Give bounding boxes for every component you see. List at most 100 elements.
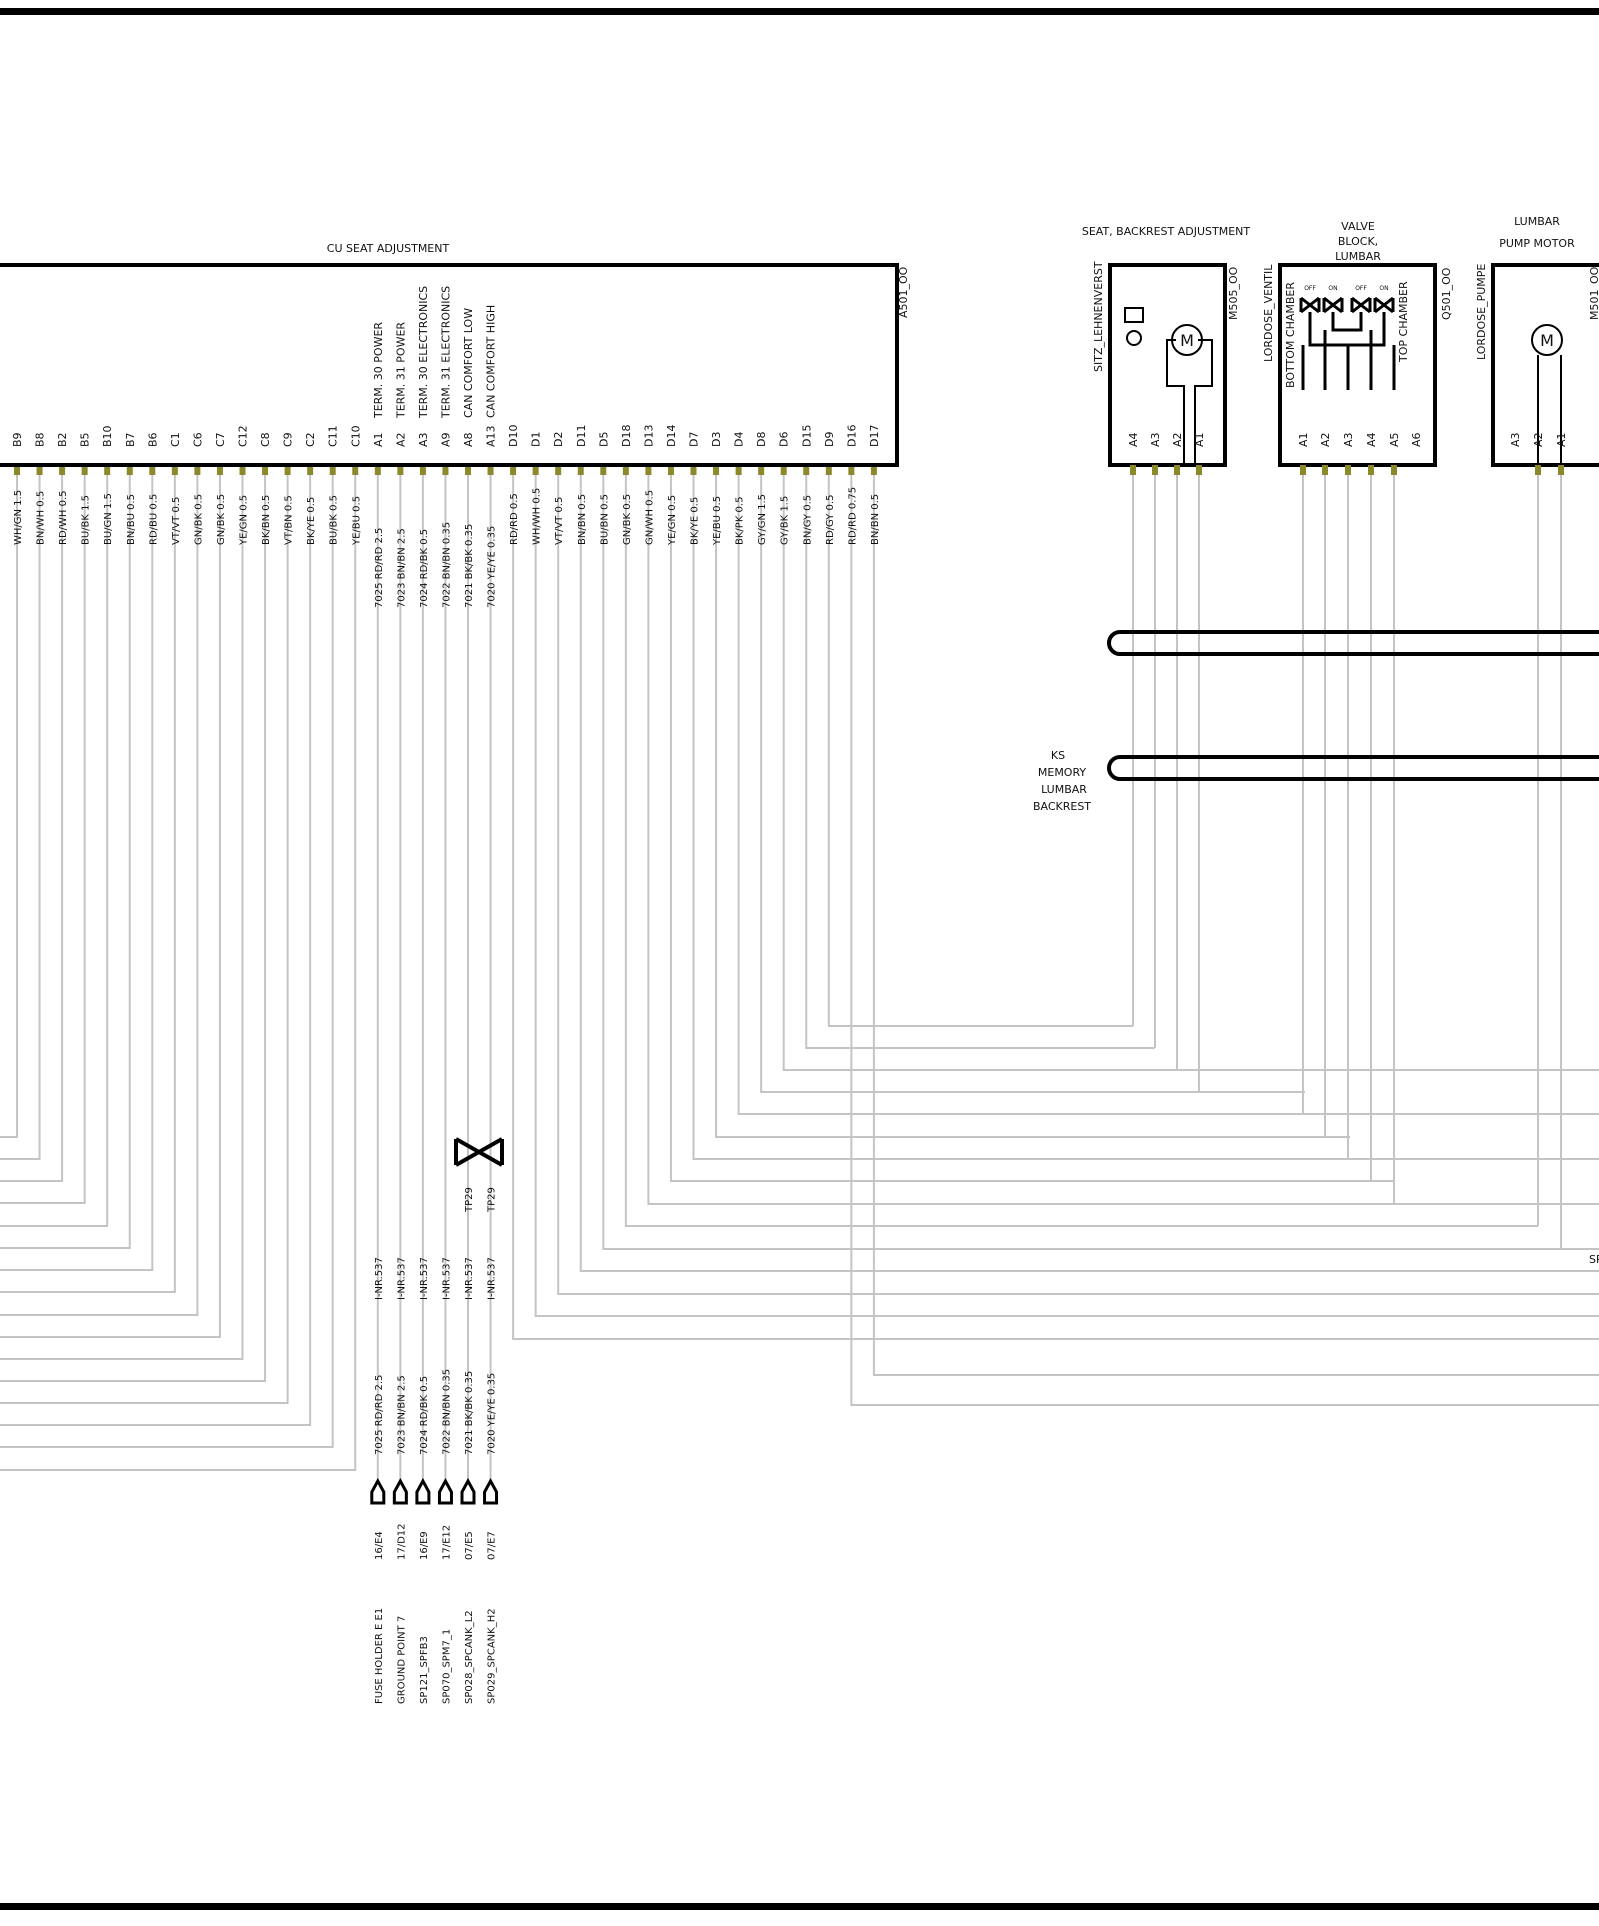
valve-label-2: ON	[1328, 285, 1337, 292]
m505-box	[1108, 263, 1227, 467]
m505-pin-label: A4	[1127, 432, 1140, 447]
m505-motor-leads	[1166, 339, 1213, 465]
pin-label-D10: D10	[507, 425, 520, 447]
m501-title-2: PUMP MOTOR	[1499, 237, 1575, 250]
wire-D1	[534, 475, 1599, 1317]
cu-pin-D7	[690, 465, 1599, 1160]
valve-icon	[1299, 296, 1321, 314]
wire-label-D9: RD/GY 0.5	[825, 495, 836, 545]
m505-pin-stub	[1196, 465, 1202, 475]
wire-D11	[579, 475, 1599, 1272]
wire-bottom-A2: 7023 BN/BN 2.5	[396, 1375, 407, 1455]
wire-bottom-A8: 7021 BK/BK 0.35	[464, 1371, 475, 1455]
cu-pin-D1	[532, 465, 1599, 1317]
pin-label-B5: B5	[79, 432, 92, 447]
wires	[0, 465, 1599, 1505]
pin-label-D3: D3	[710, 432, 723, 447]
pin-stub	[487, 465, 494, 475]
wire-label-B2: RD/WH 0.5	[58, 490, 69, 545]
wire-bottom-A3: 7024 RD/BK 0.5	[419, 1376, 430, 1455]
wire-label-C8: BK/BN 0.5	[261, 495, 272, 545]
pin-signal-A1: TERM. 30 POWER	[372, 322, 385, 419]
m505-pin-label: A1	[1193, 432, 1206, 447]
wire-label-C1: VT/VT 0.5	[171, 497, 182, 545]
pin-label-A8: A8	[462, 432, 475, 447]
pin-label-D8: D8	[755, 432, 768, 447]
cu-pin-D6	[780, 465, 1599, 1071]
pin-label-C11: C11	[327, 425, 340, 447]
pin-signal-A3: TERM. 30 ELECTRONICS	[417, 286, 430, 419]
cu-pin-B2	[0, 465, 66, 1182]
pin-label-C12: C12	[237, 425, 250, 447]
wire-B9	[0, 475, 18, 1138]
pin-stub	[758, 465, 765, 475]
pin-stub	[14, 465, 20, 475]
q501-pin-label: A6	[1410, 432, 1423, 447]
wire-label-D7: BK/YE 0.5	[690, 497, 701, 545]
dest-A9: SP070_SPM7_1	[441, 1629, 452, 1704]
cu-pin-A3	[415, 465, 431, 1505]
m505-wire-a2	[1155, 475, 1178, 1071]
pin-stub	[442, 465, 449, 475]
pin-stub	[329, 465, 336, 475]
pin-label-D5: D5	[597, 432, 610, 447]
wire-D4	[737, 475, 1599, 1115]
pin-label-C9: C9	[282, 432, 295, 447]
pin-stub	[397, 465, 404, 475]
wire-label-D18: GN/BK 0.5	[622, 494, 633, 545]
m505-motor-letter: M	[1180, 331, 1194, 350]
wire-label-D13: GN/WH 0.5	[644, 490, 655, 545]
pin-label-D4: D4	[733, 432, 746, 447]
pin-stub	[780, 465, 787, 475]
cu-pin-B10	[0, 465, 111, 1227]
wire-label-A1: 7025 RD/RD 2.5	[374, 528, 385, 608]
ks-label-3: LUMBAR	[1041, 783, 1087, 796]
dest-A1: FUSE HOLDER E E1	[374, 1608, 385, 1704]
wire-D8	[760, 475, 1305, 1093]
pin-stub	[239, 465, 246, 475]
m501-motor-icon	[1531, 324, 1563, 356]
q501-pin-label: A4	[1365, 432, 1378, 447]
wire-label-D6: GY/BK 1.5	[780, 496, 791, 545]
wire-D16	[850, 475, 1599, 1406]
wire-label-D14: YE/GN 0.5	[667, 495, 678, 546]
wire-label-D3: YE/BU 0.5	[712, 496, 723, 546]
q501-pin-label: A3	[1342, 432, 1355, 447]
wire-label-C9: VT/BN 0.5	[284, 495, 295, 545]
ref-A3: 16/E9	[419, 1531, 430, 1560]
pin-label-A3: A3	[417, 432, 430, 447]
pin-stub	[803, 465, 810, 475]
pin-stub	[577, 465, 584, 475]
dest-A13: SP029_SPCANK_H2	[487, 1608, 498, 1704]
q501-pin-stub	[1368, 465, 1374, 475]
ref-A1: 16/E4	[374, 1531, 385, 1560]
cu-pin-C7	[0, 465, 223, 1338]
wire-D3	[715, 475, 1350, 1138]
connector-icon	[460, 1477, 476, 1505]
pin-label-C8: C8	[259, 432, 272, 447]
cu-pin-D13	[645, 465, 1599, 1205]
connector-icon	[415, 1477, 431, 1505]
pin-label-B8: B8	[34, 432, 47, 447]
wire-D5	[602, 475, 1599, 1250]
valve-icon	[1350, 296, 1372, 314]
cu-pin-C2	[0, 465, 314, 1426]
valve-icon	[1373, 296, 1395, 314]
wire-label-A2: 7023 BN/BN 2.5	[396, 528, 407, 608]
pin-stub	[870, 465, 877, 475]
m505-motor-icon	[1171, 324, 1203, 356]
cu-pin-B6	[0, 465, 156, 1271]
wire-mid-A3: I-NR.537	[419, 1257, 430, 1300]
pin-label-B6: B6	[146, 432, 159, 447]
m501-title-1: LUMBAR	[1514, 215, 1560, 228]
m505-pin-stub	[1130, 465, 1136, 475]
wire-C11	[0, 475, 334, 1448]
pin-label-D13: D13	[642, 425, 655, 447]
pin-stub	[555, 465, 562, 475]
pin-stub	[690, 465, 697, 475]
cu-pin-C6	[0, 465, 201, 1316]
wire-label-D1: WH/WH 0.5	[532, 488, 543, 545]
pin-stub	[171, 465, 178, 475]
q501-top-chamber: TOP CHAMBER	[1397, 281, 1410, 363]
pin-signal-A13: CAN COMFORT HIGH	[485, 305, 498, 418]
